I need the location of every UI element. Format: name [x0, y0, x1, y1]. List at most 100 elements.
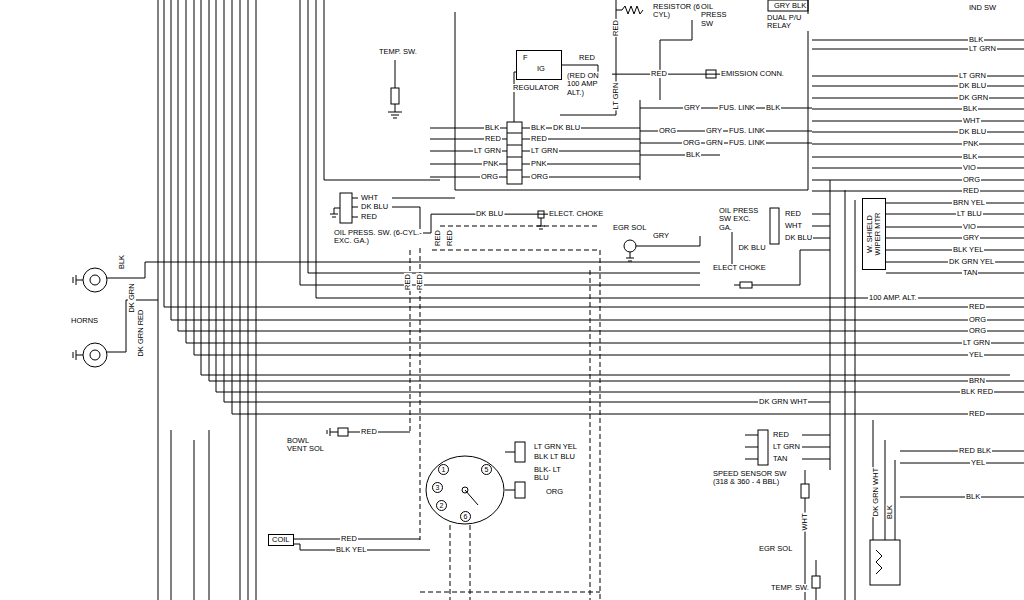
wire-color-label: RED	[446, 229, 454, 247]
wire-color-label: VIO	[962, 164, 977, 172]
wire-color-label: GRY	[652, 232, 670, 240]
wire-color-label: RED	[434, 229, 442, 247]
component-name: IG	[537, 65, 545, 73]
wire-color-label: ORG	[968, 327, 987, 335]
wire-color-label: LT GRN	[968, 45, 997, 53]
wire-color-label: ORG	[682, 139, 701, 147]
wire-color-label: RED	[404, 273, 412, 291]
wire-color-label: DK GRN	[128, 282, 136, 313]
symbol-details	[73, 6, 882, 574]
wire-color-label: RED	[968, 410, 986, 418]
horn-symbol	[90, 275, 100, 285]
wire-color-label: BLK	[965, 493, 981, 501]
wire-color-label: RED	[416, 273, 424, 291]
wire-color-label: GRY BLK	[773, 2, 807, 10]
relay-label: DUAL P/U RELAY	[766, 14, 810, 31]
wire-color-label: DK GRN WHT	[872, 467, 880, 517]
rotor-hub	[462, 487, 468, 493]
wire-color-label: LT GRN	[473, 147, 502, 155]
component-name: ELECT CHOKE	[713, 264, 766, 272]
switch-label: SPEED SENSOR SW (318 & 360 - 4 BBL)	[712, 470, 794, 487]
wire-color-label: ORG	[545, 488, 564, 496]
cap-outline	[426, 456, 504, 524]
connector-symbol	[758, 430, 768, 465]
wire-color-label: LT GRN	[530, 147, 559, 155]
wire-color-label: RED	[340, 535, 358, 543]
component-name: IND SW	[969, 4, 996, 12]
horn-label: HORNS	[70, 317, 99, 325]
connector-symbol	[515, 482, 525, 498]
wire-color-label: RED	[962, 187, 980, 195]
relay-box	[768, 0, 808, 11]
wire-label: RED	[650, 70, 668, 78]
switch-label: OIL PRESS SW EXC. GA.	[718, 207, 764, 232]
wire-color-label: DK GRN YEL	[948, 258, 995, 266]
wire-color-label: LT GRN	[772, 443, 801, 451]
wire-label: DK BLU	[737, 244, 766, 252]
wire-color-label: ORG	[658, 127, 677, 135]
horn-symbol	[83, 268, 107, 292]
wire-color-label: GRY	[705, 127, 723, 135]
component-name: REGULATOR	[513, 84, 559, 92]
component-name: HORNS	[71, 317, 98, 325]
solenoid-label: EGR SOL	[612, 224, 647, 232]
regulator-box: FIGREGULATOR	[516, 50, 562, 80]
connector-label: EMISSION CONN.	[720, 70, 785, 78]
wire-color-label: BLK	[962, 105, 978, 113]
wire-label: DK BLU	[475, 210, 504, 218]
wire-color-label: BLK	[968, 36, 984, 44]
wire-color-label: BRN	[968, 377, 986, 385]
wire-color-label: WHT	[784, 222, 803, 230]
horn-symbol	[90, 350, 100, 360]
wire-color-label: BLK	[765, 104, 781, 112]
choke-label: ELECT CHOKE	[712, 264, 767, 272]
wire-color-label: DK BLU	[784, 234, 813, 242]
wire-color-label: RED	[968, 303, 986, 311]
wire-color-label: WHT	[360, 194, 379, 202]
component-name: COIL	[272, 536, 290, 544]
wire-color-label: LT GRN	[962, 339, 991, 347]
wire-color-label: RED	[530, 135, 548, 143]
wire-connector	[732, 232, 733, 264]
wire-color-label: YEL	[970, 459, 986, 467]
component-name: EGR SOL	[613, 224, 646, 232]
sensor-label: TEMP. SW.	[770, 584, 810, 592]
component-name: RESISTOR (6 CYL)	[653, 3, 701, 20]
component-name: ELECT. CHOKE	[549, 210, 603, 218]
wire-color-label: BLK	[484, 124, 500, 132]
wire-color-label: LT BLU	[956, 210, 983, 218]
wire-color-label: BLK LT BLU	[533, 453, 576, 461]
wire-color-label: WHT	[962, 117, 981, 125]
switch-label: OIL PRESS SW	[700, 3, 740, 28]
switch-symbol	[870, 540, 900, 585]
solenoid-symbol	[801, 484, 809, 498]
connector-symbol	[770, 208, 779, 244]
component-name: OIL PRESS SW	[701, 3, 739, 28]
wire-color-label: BLK YEL	[335, 546, 367, 554]
wire-color-label: TAN	[962, 269, 978, 277]
wire-color-label: WHT	[801, 512, 809, 531]
wire-color-label: ORG	[480, 173, 499, 181]
bulkhead-connector	[507, 122, 522, 184]
callout-number: 3	[432, 482, 443, 493]
sensor-label: TEMP. SW.	[378, 48, 418, 56]
component-name: SPEED SENSOR SW (318 & 360 - 4 BBL)	[713, 470, 793, 487]
wire-color-label: FUS. LINK	[728, 127, 766, 135]
callout-number: 1	[438, 464, 449, 475]
wire-color-label: BLK- LT BLU	[533, 466, 565, 483]
wire-color-label: 100 AMP. ALT.	[868, 294, 918, 302]
wire-color-label: DK BLU	[958, 128, 987, 136]
wire-color-label: FUS. LINK	[728, 139, 766, 147]
solenoid-symbol	[624, 240, 636, 252]
resistor-label: RESISTOR (6 CYL)	[652, 3, 702, 20]
sensor-symbol	[391, 88, 399, 104]
wire-color-label: BLK	[530, 124, 546, 132]
wire-color-label: GRY	[683, 104, 701, 112]
component-name: EGR SOL	[759, 545, 792, 553]
component-name: OIL PRESS SW EXC. GA.	[719, 207, 763, 232]
wire-color-label: GRN	[705, 139, 724, 147]
solenoid-label: BOWL VENT SOL	[286, 437, 330, 454]
callout-number: 5	[481, 464, 492, 475]
wire-color-label: DK BLU	[958, 82, 987, 90]
